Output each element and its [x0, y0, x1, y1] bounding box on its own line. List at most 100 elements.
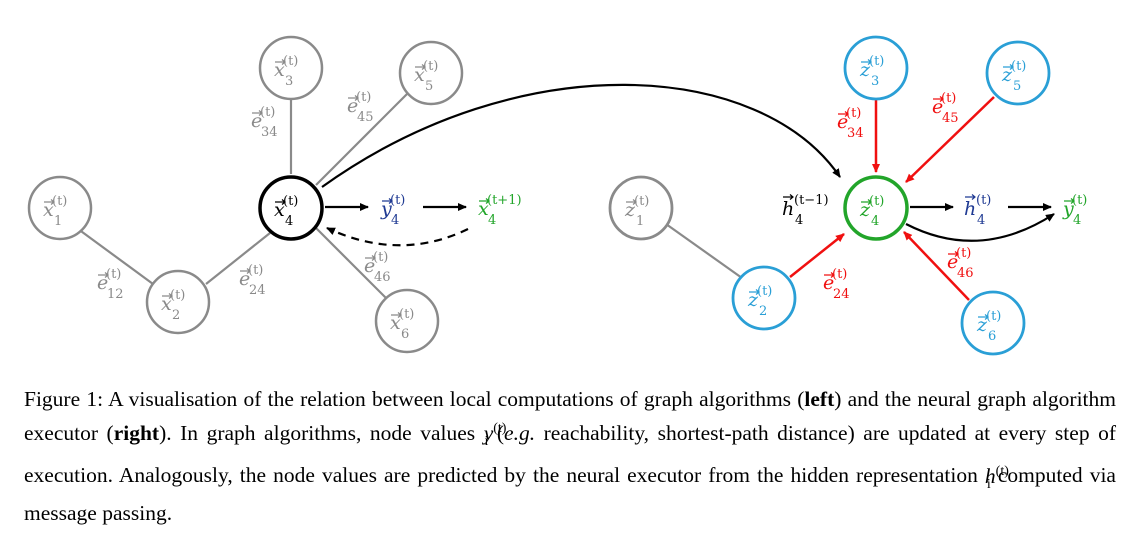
svg-text:5: 5	[1013, 79, 1021, 94]
label-left-y4: y (t) 4	[380, 193, 405, 228]
vector-arrow-mark	[365, 255, 376, 261]
svg-text:x: x	[161, 293, 172, 315]
label-x4: x (t) 4	[274, 194, 298, 229]
node-z6	[960, 290, 1026, 356]
svg-text:(t): (t)	[757, 284, 772, 299]
svg-text:(t): (t)	[260, 105, 275, 120]
left-edge-1-2	[73, 225, 154, 285]
caption-part-5: computed via message passing.	[24, 463, 1116, 525]
svg-text:45: 45	[942, 111, 959, 126]
vector-arrow-mark	[948, 251, 959, 257]
svg-text:46: 46	[374, 270, 391, 285]
svg-text:(t): (t)	[248, 263, 263, 278]
left-edges	[73, 92, 409, 299]
svg-text:34: 34	[261, 125, 278, 140]
svg-text:e: e	[251, 110, 262, 132]
svg-text:(t): (t)	[283, 194, 298, 209]
vector-arrow-mark	[162, 293, 173, 299]
svg-text:(t): (t)	[423, 59, 438, 74]
caption-part-2: ) and the neural graph algorithm executo…	[24, 387, 1116, 446]
vector-arrow-mark	[98, 272, 109, 278]
svg-text:(t): (t)	[1011, 59, 1026, 74]
caption-part-1: Figure 1: A visualisation of the relatio…	[24, 387, 805, 411]
svg-text:12: 12	[107, 287, 124, 302]
node-z4	[843, 175, 909, 241]
svg-text:e: e	[837, 111, 848, 133]
label-x4-next: x (t+1) 4	[478, 193, 522, 228]
right-edge-6-4	[903, 231, 970, 301]
svg-text:46: 46	[957, 266, 974, 281]
label-e46: e (t) 46	[364, 250, 391, 285]
svg-text:(t+1): (t+1)	[487, 193, 522, 208]
arrow-z4-to-y4-curve	[905, 213, 1055, 242]
svg-text:(t): (t)	[390, 193, 405, 208]
node-x4	[258, 175, 324, 241]
node-x6	[374, 288, 440, 354]
svg-text:e: e	[97, 272, 108, 294]
svg-text:34: 34	[847, 126, 864, 141]
svg-text:h: h	[964, 198, 976, 220]
svg-text:6: 6	[401, 327, 409, 342]
vector-arrow-mark	[415, 64, 426, 70]
svg-text:x: x	[274, 199, 285, 221]
vector-arrow-mark	[44, 199, 55, 205]
vector-arrow-mark	[978, 314, 989, 320]
label-x2: x (t) 2	[161, 288, 185, 323]
vector-arrow-mark	[240, 268, 251, 274]
svg-text:5: 5	[425, 79, 433, 94]
svg-text:(t): (t)	[283, 54, 298, 69]
caption-part-4b: reachability, shortest-path distance) ar…	[24, 421, 1116, 488]
svg-text:(t): (t)	[373, 250, 388, 265]
svg-text:24: 24	[249, 283, 266, 298]
vector-arrow-mark	[275, 59, 286, 65]
label-right-e46: e (t) 46	[947, 246, 974, 281]
svg-text:e: e	[932, 96, 943, 118]
vector-arrow-mark	[861, 199, 872, 205]
caption-part-4a: (	[488, 421, 505, 446]
svg-text:(t): (t)	[986, 309, 1001, 324]
figure-caption: Figure 1: A visualisation of the relatio…	[24, 385, 1116, 528]
svg-text:(t): (t)	[1072, 193, 1087, 208]
vector-arrow-mark	[275, 199, 286, 205]
caption-part-3: ). In graph algorithms, node values	[159, 421, 484, 446]
node-x2	[145, 269, 211, 335]
left-edge-4-6	[315, 227, 387, 299]
vector-arrow-mark	[391, 312, 402, 318]
svg-text:1: 1	[54, 214, 62, 229]
svg-text:h: h	[782, 198, 794, 220]
caption-right-word: right	[113, 421, 160, 446]
label-right-e45: e (t) 45	[932, 91, 959, 126]
caption-h-symbol: h(t)i	[984, 463, 1009, 492]
svg-text:e: e	[347, 95, 358, 117]
left-edge-2-4	[205, 232, 271, 285]
label-x6: x (t) 6	[390, 307, 414, 342]
vector-arrow-mark	[1003, 64, 1014, 70]
svg-text:x: x	[414, 64, 425, 86]
svg-text:e: e	[239, 268, 250, 290]
svg-text:3: 3	[285, 74, 293, 89]
label-e24: e (t) 24	[239, 263, 266, 298]
label-e34: e (t) 34	[251, 105, 278, 140]
arrow-left-to-right-arc	[321, 83, 841, 188]
svg-text:(t): (t)	[832, 267, 847, 282]
vector-arrow-mark	[1064, 198, 1075, 204]
label-right-e34: e (t) 34	[837, 106, 864, 141]
right-nodes	[608, 35, 1051, 356]
label-z3: z (t) 3	[859, 54, 884, 89]
vector-arrows	[44, 59, 1075, 320]
svg-text:24: 24	[833, 287, 850, 302]
svg-text:(t): (t)	[356, 90, 371, 105]
svg-text:x: x	[274, 59, 285, 81]
vector-arrow-mark	[252, 110, 263, 116]
vector-arrow-mark	[861, 59, 872, 65]
svg-text:4: 4	[1073, 213, 1081, 228]
svg-text:(t): (t)	[976, 193, 991, 208]
svg-text:6: 6	[988, 329, 996, 344]
vector-arrow-mark	[479, 198, 490, 204]
svg-text:(t): (t)	[399, 307, 414, 322]
right-edge-5-4	[905, 96, 995, 183]
vector-arrow-mark	[626, 199, 637, 205]
label-right-h4: h (t) 4	[964, 193, 991, 228]
vector-arrow-mark	[749, 289, 760, 295]
node-z1	[608, 175, 674, 241]
